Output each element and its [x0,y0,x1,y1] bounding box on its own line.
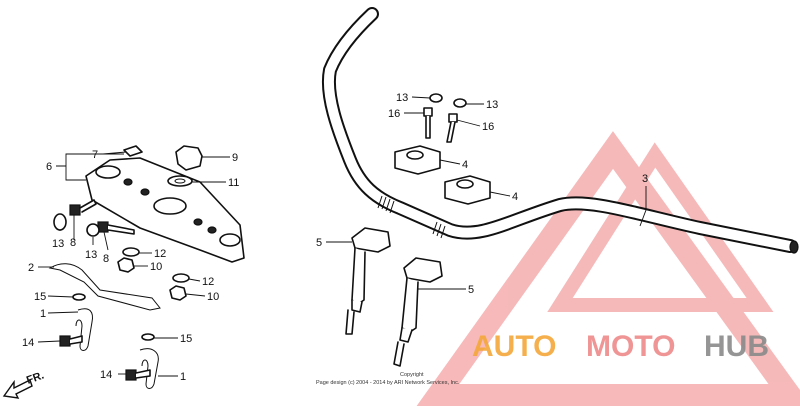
washer-12-right [172,273,190,283]
cap-13-lower [86,223,100,237]
lower-holder-left [345,227,391,335]
callout-14a: 14 [22,337,34,349]
bolt-14-right [125,369,151,381]
front-arrow-icon [2,379,33,399]
callout-15b: 15 [180,333,192,345]
bolt-16-right [446,113,458,143]
nut-9 [175,145,203,171]
part-7-plate [123,145,143,157]
handlebar [322,7,799,254]
upper-holder-left [394,145,441,175]
lower-holder-right [393,257,443,367]
callout-9: 9 [232,152,238,164]
callout-15a: 15 [34,291,46,303]
callout-16a: 16 [388,108,400,120]
callout-13d: 13 [486,99,498,111]
callout-1a: 1 [40,308,46,320]
bolt-16-left [423,107,433,139]
copyright-line-1: Copyright [400,372,424,378]
callout-3: 3 [642,173,648,185]
callout-4b: 4 [512,191,518,203]
callout-13b: 13 [85,249,97,261]
callout-10a: 10 [150,261,162,273]
watermark-moto: MOTO [586,330,675,363]
washer-11-hole [174,178,186,184]
callout-13a: 13 [52,238,64,250]
watermark-auto: AUTO [472,330,556,363]
top-bridge [85,157,245,263]
callout-8b: 8 [103,253,109,265]
callout-1b: 1 [180,371,186,383]
cap-13-right [453,98,467,108]
washer-15-left [72,293,86,301]
callout-5a: 5 [316,237,322,249]
cap-13-upper [53,213,67,231]
callout-6: 6 [46,161,52,173]
callout-10b: 10 [207,291,219,303]
nut-10-right [169,285,187,301]
callout-16b: 16 [482,121,494,133]
washer-11 [167,175,193,187]
callout-12a: 12 [154,248,166,260]
watermark-text: AUTO MOTO HUB [472,330,769,363]
callout-2: 2 [28,262,34,274]
clip-1-left [75,308,93,351]
callout-14b: 14 [100,369,112,381]
callout-13c: 13 [396,92,408,104]
callouts: 6 7 9 11 13 8 13 8 12 10 12 10 2 15 1 14… [22,92,648,387]
callout-4a: 4 [462,159,468,171]
callout-12b: 12 [202,276,214,288]
leader-lines [37,96,647,377]
bolt-8-lower [97,221,135,235]
cap-13-left [429,93,443,103]
front-label: FR. [25,369,46,386]
washer-15-right [141,333,155,341]
bolt-8-upper [69,199,97,216]
bolt-14-left [59,335,83,347]
nut-10-left [117,257,135,273]
callout-11: 11 [228,177,239,189]
clip-1-right [139,348,159,389]
upper-holder-right [444,175,491,205]
callout-8a: 8 [70,237,76,249]
watermark-hub: HUB [704,330,769,363]
callout-7: 7 [92,149,98,161]
callout-5b: 5 [468,284,474,296]
washer-12-left [122,247,140,257]
copyright-line-2: Page design (c) 2004 - 2014 by ARI Netwo… [316,380,460,386]
wire-guide [48,263,161,311]
